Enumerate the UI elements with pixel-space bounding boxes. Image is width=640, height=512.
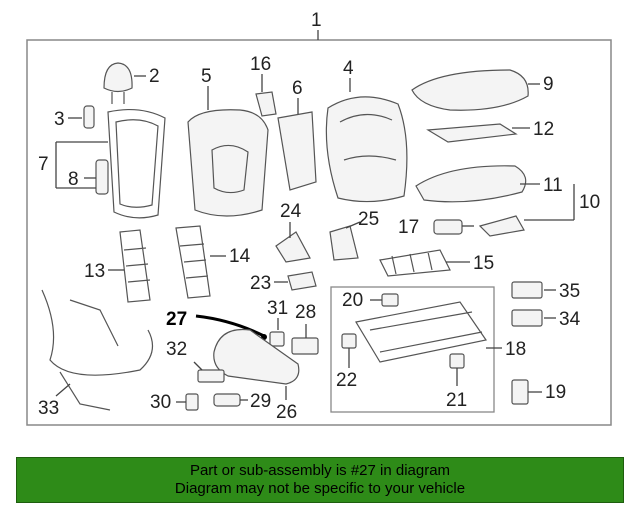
callout-30: 30 <box>150 392 171 413</box>
callout-9: 9 <box>543 74 554 95</box>
cable-27-part <box>195 314 265 338</box>
spring-13-part <box>119 229 151 303</box>
leader-lines <box>55 74 575 403</box>
callout-25: 25 <box>358 209 379 230</box>
switch-17-part <box>433 219 463 235</box>
callout-4: 4 <box>343 58 354 79</box>
callout-17: 17 <box>398 217 419 238</box>
callout-26: 26 <box>276 402 297 423</box>
bracket-25-part <box>329 225 359 261</box>
callout-8: 8 <box>68 169 79 190</box>
motor-20-part <box>381 293 399 307</box>
part-30 <box>185 393 199 411</box>
parts-diagram-svg: 1 <box>26 10 612 426</box>
spring-14-part <box>175 225 211 299</box>
bracket-34-part <box>511 309 543 327</box>
bracket-35-part <box>511 281 543 299</box>
seat-tray-12-part <box>426 123 518 143</box>
subassembly-frame-18 <box>330 286 495 413</box>
banner-line-part: Part or sub-assembly is #27 in diagram <box>189 462 451 479</box>
callout-21: 21 <box>446 390 467 411</box>
seat-cover-part <box>411 69 529 111</box>
callout-31: 31 <box>267 298 288 319</box>
callout-1: 1 <box>311 10 322 31</box>
clip-23-part <box>287 271 317 291</box>
headrest-guide-part <box>83 105 95 129</box>
callout-14: 14 <box>229 246 251 267</box>
seatback-panel-part <box>187 109 269 217</box>
heater-pad-part <box>277 111 317 191</box>
callout-34: 34 <box>559 309 581 330</box>
callout-12: 12 <box>533 119 554 140</box>
part-info-banner: Part or sub-assembly is #27 in diagram D… <box>16 457 624 503</box>
callout-6: 6 <box>292 78 303 99</box>
callout-23: 23 <box>250 273 271 294</box>
callout-27: 27 <box>166 309 187 330</box>
callout-10: 10 <box>579 192 600 213</box>
bracket-24-part <box>275 231 311 263</box>
switch-31-part <box>269 331 285 347</box>
switch-32-part <box>197 369 225 383</box>
callout-5: 5 <box>201 66 212 87</box>
callout-2: 2 <box>149 66 160 87</box>
side-trim-26-part <box>213 328 300 385</box>
part-29 <box>213 393 241 407</box>
headrest-part <box>103 62 133 104</box>
wire-harness-33-part <box>41 289 154 411</box>
callout-22: 22 <box>336 370 357 391</box>
banner-line-disclaimer: Diagram may not be specific to your vehi… <box>174 480 466 497</box>
callout-20: 20 <box>342 290 363 311</box>
seatback-frame-part <box>107 108 166 219</box>
callout-33: 33 <box>38 398 59 419</box>
callout-13: 13 <box>84 261 105 282</box>
bracket-16-part <box>255 91 277 117</box>
seat-pan-15-part <box>379 249 451 277</box>
callout-18: 18 <box>505 339 526 360</box>
recliner-handle-part <box>95 159 109 195</box>
callout-32: 32 <box>166 339 187 360</box>
callout-35: 35 <box>559 281 580 302</box>
callout-29: 29 <box>250 391 271 412</box>
motor-21-part <box>449 353 465 369</box>
callout-24: 24 <box>280 201 302 222</box>
assembly-frame <box>26 39 612 426</box>
callout-28: 28 <box>295 302 316 323</box>
switch-28-part <box>291 337 319 355</box>
parts-diagram: 1 <box>26 10 612 426</box>
callout-7: 7 <box>38 154 49 175</box>
seatback-cushion-part <box>325 96 408 203</box>
bracket-19-part <box>511 379 529 405</box>
seat-track-18-part <box>355 301 488 363</box>
seat-pad-part <box>415 165 527 203</box>
bracket-10-part <box>478 215 525 237</box>
callout-3: 3 <box>54 109 65 130</box>
callout-19: 19 <box>545 382 566 403</box>
callout-15: 15 <box>473 253 494 274</box>
callout-11: 11 <box>543 175 563 196</box>
motor-22-part <box>341 333 357 349</box>
callout-16: 16 <box>250 54 271 75</box>
